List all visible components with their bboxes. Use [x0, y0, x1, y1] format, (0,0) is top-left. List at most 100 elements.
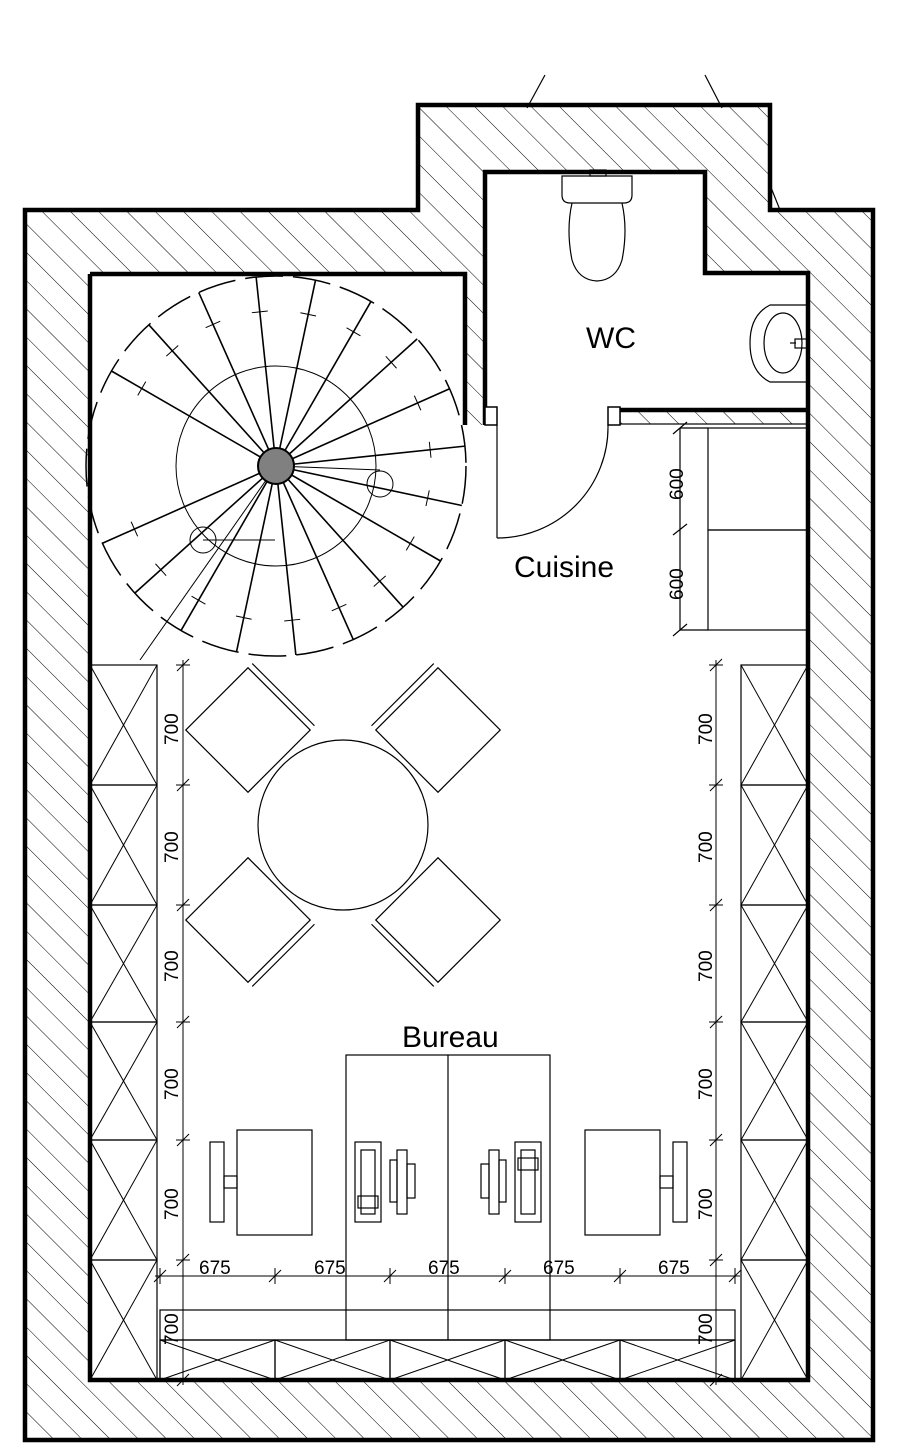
room-label-wc: WC — [586, 322, 636, 355]
stair-tread — [275, 338, 418, 467]
computer-right-icon — [480, 1141, 542, 1223]
stair-tread-mark — [166, 345, 179, 357]
stair-tread-mark — [130, 521, 139, 537]
stair-tread-mark — [300, 312, 317, 317]
top-line-left — [526, 74, 546, 109]
stair-tread — [275, 465, 463, 507]
stair-line — [139, 465, 277, 661]
stair-tread-mark — [346, 327, 361, 337]
storage-cross — [504, 1339, 621, 1381]
stair-tread — [275, 387, 450, 467]
storage-box — [89, 1259, 158, 1381]
stair-tread — [275, 301, 372, 467]
stair-arrow-circle — [366, 470, 394, 498]
stair-tread-mark — [373, 575, 386, 587]
stair-tread — [255, 276, 277, 467]
stair-inner-arc — [175, 365, 377, 567]
dim-label-right-5: 700 — [696, 1188, 717, 1220]
stair-tread — [134, 465, 277, 594]
wall-line-right — [769, 184, 781, 211]
stair-outer-edge — [85, 275, 467, 657]
storage-box — [740, 1259, 809, 1381]
dim-label-right-2: 700 — [696, 831, 717, 863]
stair-tread — [197, 292, 277, 467]
dim-label-bottom-2: 675 — [314, 1258, 346, 1279]
stair-tread-mark — [205, 320, 221, 329]
stair-tread — [180, 465, 277, 631]
dining-chairs — [184, 663, 502, 987]
stair-tread — [148, 324, 277, 467]
stair-tread — [275, 279, 317, 467]
stair-post — [257, 447, 295, 485]
stair-tread — [275, 465, 355, 640]
door-jamb-left — [484, 406, 498, 426]
dining-table — [257, 739, 429, 911]
dim-label-bottom-5: 675 — [658, 1258, 690, 1279]
stair-tread — [111, 370, 277, 467]
storage-cross — [274, 1339, 391, 1381]
dim-label-left-3: 700 — [162, 950, 183, 982]
dim-label-right-6: 700 — [696, 1313, 717, 1345]
dim-label-bottom-4: 675 — [543, 1258, 575, 1279]
stair-tread — [275, 465, 441, 562]
dim-label-left-1: 700 — [162, 713, 183, 745]
dim-label-left-4: 700 — [162, 1068, 183, 1100]
storage-cross — [159, 1339, 276, 1381]
storage-cross — [740, 1139, 809, 1261]
washbasin-icon — [749, 304, 810, 383]
stair-tread-mark — [385, 356, 397, 369]
stair-tread-mark — [428, 441, 432, 458]
dim-label-kitchen-1: 600 — [667, 468, 688, 500]
office-chair-right — [659, 1141, 688, 1223]
storage-cross — [89, 784, 158, 906]
toilet-icon — [561, 169, 633, 282]
storage-cross — [89, 1259, 158, 1381]
stair-tread-mark — [235, 615, 252, 620]
room-label-cuisine: Cuisine — [514, 551, 614, 584]
computer-left-icon — [354, 1141, 416, 1223]
right-storage — [740, 664, 809, 1381]
stair-tread-mark — [137, 381, 147, 396]
dim-label-kitchen-2: 600 — [667, 568, 688, 600]
dim-label-bottom-3: 675 — [428, 1258, 460, 1279]
stair-tread — [275, 465, 297, 656]
dim-label-left-6: 700 — [162, 1313, 183, 1345]
storage-cross — [740, 784, 809, 906]
storage-cross — [389, 1339, 506, 1381]
dim-label-bottom-1: 675 — [199, 1258, 231, 1279]
stair-tread-mark — [413, 395, 422, 411]
storage-cross — [89, 1139, 158, 1261]
stair-tread — [275, 445, 466, 467]
stair-tread — [102, 465, 277, 545]
stair-tread-mark — [425, 490, 430, 507]
dim-label-right-1: 700 — [696, 713, 717, 745]
stair-tread-mark — [155, 563, 167, 576]
stair-tread-mark — [251, 310, 268, 314]
kitchen-units — [672, 421, 809, 637]
dimension-lines — [153, 658, 742, 1387]
left-storage — [89, 664, 158, 1381]
dim-label-right-3: 700 — [696, 950, 717, 982]
office-chair-left — [209, 1141, 238, 1223]
partition-hatch — [619, 409, 809, 425]
storage-cross — [740, 1021, 809, 1141]
spiral-staircase — [85, 275, 467, 661]
storage-cross — [740, 664, 809, 786]
outer-wall — [22, 102, 876, 1443]
storage-cross — [89, 1021, 158, 1141]
stair-tread-mark — [405, 536, 415, 551]
stair-tread — [235, 465, 277, 653]
wall-hatch — [25, 105, 873, 1440]
storage-cross — [740, 904, 809, 1023]
dim-label-right-4: 700 — [696, 1068, 717, 1100]
room-label-bureau: Bureau — [402, 1021, 499, 1054]
stair-tread — [275, 465, 404, 608]
storage-cross — [89, 904, 158, 1023]
stair-tread-mark — [191, 595, 206, 605]
storage-cross — [740, 1259, 809, 1381]
top-line-right — [704, 74, 723, 109]
dim-label-left-2: 700 — [162, 831, 183, 863]
office-desks — [236, 1054, 661, 1341]
dim-label-left-5: 700 — [162, 1188, 183, 1220]
